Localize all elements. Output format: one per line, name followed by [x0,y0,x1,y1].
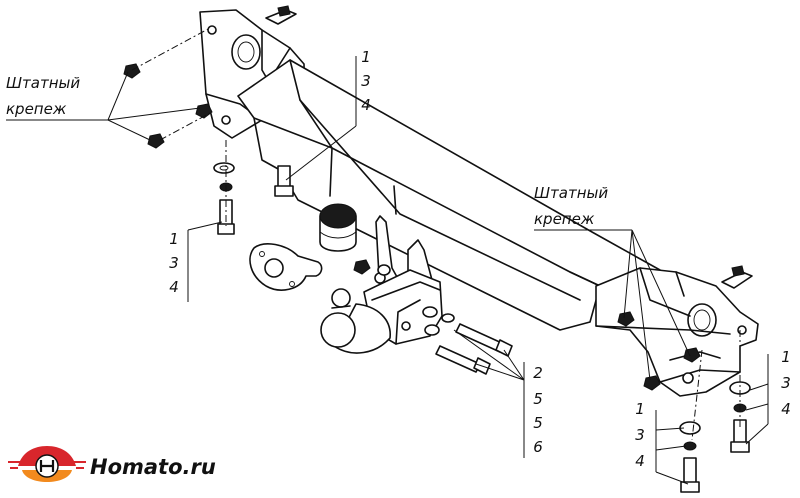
right-mounting-bracket [595,267,759,397]
ball-mount-assembly [320,215,443,354]
callout-number: 3 [361,72,371,90]
fastener-set [123,5,753,493]
assembly-center-lines [131,27,741,441]
callout-bolts: 2 5 5 6 [533,364,543,456]
callout-number: 4 [169,278,179,296]
homato-logo: Homato.ru [8,446,216,482]
callout-left: 1 3 4 [169,230,179,296]
socket-plate [249,243,323,291]
callout-bottom-right-outer: 1 3 4 [781,348,791,418]
callout-bottom-right-inner: 1 3 4 [635,400,645,470]
leader-lines [6,56,769,485]
callout-number: 1 [781,348,791,366]
homato-logo-icon [8,446,86,482]
callout-number: 5 [533,414,543,432]
callout-number: 2 [533,364,543,382]
socket-cover [319,203,357,252]
callout-number: 1 [361,48,371,66]
callout-top-center: 1 3 4 [361,48,371,114]
callout-number: 5 [533,390,543,408]
callout-number: 4 [635,452,645,470]
callout-number: 4 [361,96,371,114]
brand-name: Homato.ru [90,455,216,479]
callout-number: 3 [781,374,791,392]
callout-number: 3 [169,254,179,272]
callout-number: 6 [533,438,543,456]
callout-number: 1 [635,400,645,418]
callout-number: 1 [169,230,179,248]
callout-number: 3 [635,426,645,444]
callout-number: 4 [781,400,791,418]
